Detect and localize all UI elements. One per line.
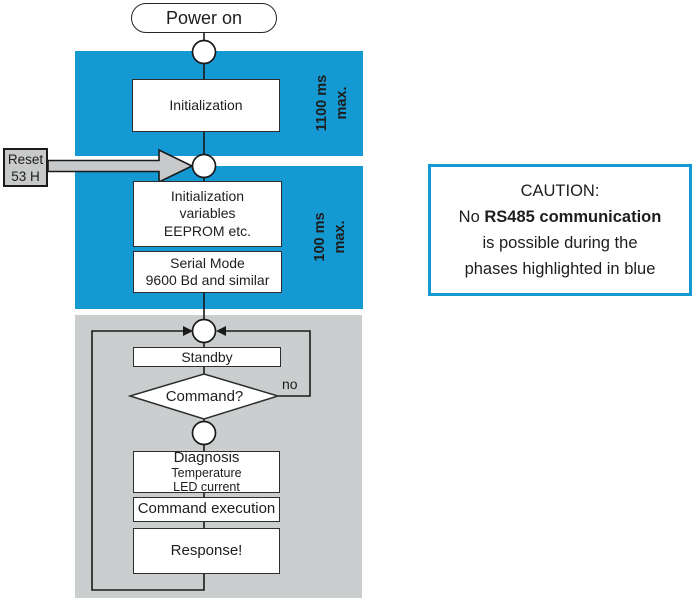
caution-line4: phases highlighted in blue: [464, 260, 656, 278]
serial-mode-line1: Serial Mode: [170, 254, 245, 271]
caution-line2-bold: RS485 communication: [484, 208, 662, 226]
reset-label: Reset: [7, 151, 44, 167]
caution-line2: No RS485 communication: [459, 204, 662, 230]
decision-label: Command?: [144, 388, 265, 405]
duration-1100ms-max: max.: [334, 86, 350, 120]
no-label: no: [282, 376, 298, 392]
diagnosis-box: Diagnosis Temperature LED current: [133, 449, 280, 494]
no-text: no: [282, 376, 298, 392]
start-node-label: Power on: [165, 7, 243, 28]
duration-100ms-value: 100 ms: [312, 212, 328, 262]
response-box: Response!: [133, 528, 280, 574]
start-node: Power on: [131, 3, 277, 33]
serial-mode-line2: 9600 Bd and similar: [145, 272, 270, 288]
command-execution-label: Command execution: [137, 500, 276, 518]
duration-label-100ms: 100 ms max.: [308, 177, 352, 297]
decision-text: Command?: [165, 388, 244, 405]
duration-1100ms-value: 1100 ms: [314, 74, 330, 132]
caution-box: CAUTION: No RS485 communication is possi…: [428, 164, 692, 296]
duration-label-1100ms: 1100 ms max.: [310, 43, 354, 163]
command-execution-box: Command execution: [133, 497, 280, 522]
reset-code: 53 H: [11, 168, 40, 184]
caution-line2-prefix: No: [458, 208, 485, 226]
reset-box: Reset 53 H: [3, 148, 48, 187]
standby-label: Standby: [181, 349, 233, 365]
initialization-label: Initialization: [169, 96, 243, 113]
serial-mode-box: Serial Mode 9600 Bd and similar: [133, 251, 282, 293]
response-label: Response!: [170, 541, 243, 559]
init-variables-box: Initialization variables EEPROM etc.: [133, 181, 282, 247]
caution-title: CAUTION:: [520, 182, 600, 200]
diagnosis-title: Diagnosis: [173, 449, 240, 466]
standby-box: Standby: [133, 347, 281, 367]
init-variables-line2: variables: [179, 205, 236, 222]
init-variables-line1: Initialization: [170, 187, 245, 204]
caution-line3: is possible during the: [482, 234, 638, 252]
duration-100ms-max: max.: [332, 220, 348, 254]
initialization-box: Initialization: [132, 79, 280, 132]
diagnosis-sub-temperature: Temperature: [171, 466, 242, 480]
diagnosis-sub-led-current: LED current: [173, 480, 240, 494]
init-variables-line3: EEPROM etc.: [163, 222, 252, 239]
